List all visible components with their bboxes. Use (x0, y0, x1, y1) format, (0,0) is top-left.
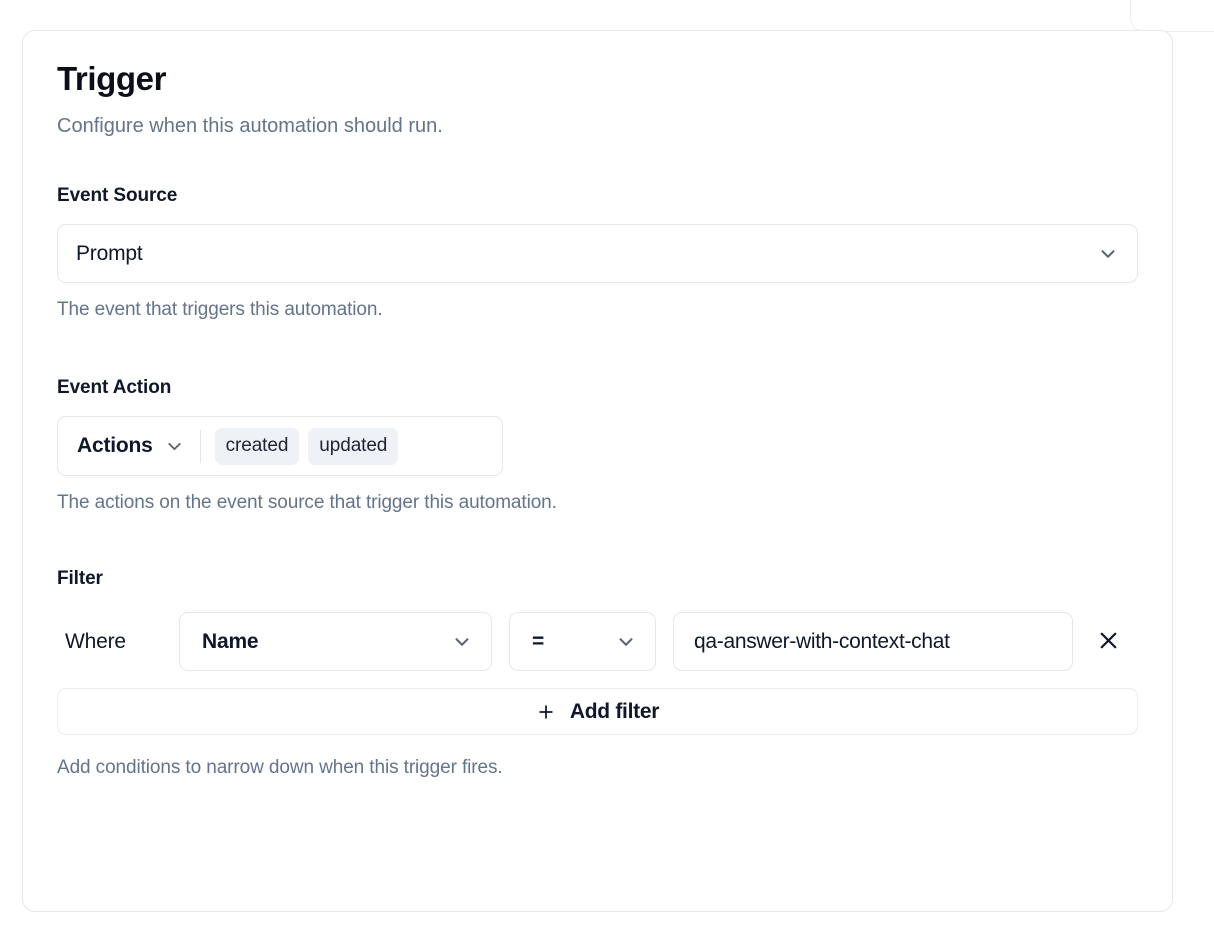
event-source-select[interactable]: Prompt (57, 224, 1138, 284)
event-source-label: Event Source (57, 185, 178, 207)
event-action-helper: The actions on the event source that tri… (57, 492, 557, 514)
event-action-group: Event Action Actions created updated The… (57, 377, 1138, 514)
event-source-group: Event Source Prompt The event that trigg… (57, 185, 1138, 321)
chevron-down-icon (451, 631, 473, 653)
event-action-dropdown-trigger[interactable]: Actions (77, 434, 185, 458)
remove-filter-button[interactable] (1088, 622, 1128, 662)
chip-updated[interactable]: updated (308, 427, 399, 465)
filter-operator-value: = (532, 629, 545, 653)
add-filter-button[interactable]: Add filter (57, 688, 1138, 736)
filter-row: Where Name = qa-answer-with-context-chat (57, 612, 1138, 672)
where-label: Where (65, 629, 126, 653)
filter-helper: Add conditions to narrow down when this … (57, 757, 503, 779)
chip-created[interactable]: created (214, 427, 300, 465)
event-action-chips: created updated (214, 427, 399, 465)
filter-operator-select[interactable]: = (509, 612, 656, 672)
filter-label: Filter (57, 568, 103, 590)
page-subtitle: Configure when this automation should ru… (57, 115, 443, 138)
event-action-label: Event Action (57, 377, 172, 399)
filter-value-input[interactable]: qa-answer-with-context-chat (673, 612, 1073, 672)
page-title: Trigger (57, 60, 167, 97)
add-filter-label: Add filter (569, 699, 660, 723)
filter-group: Filter Where Name = qa-answ (57, 568, 1138, 779)
divider (199, 429, 201, 463)
offscreen-panel-edge (1130, 0, 1214, 32)
chevron-down-icon (615, 631, 637, 653)
chevron-down-icon (164, 436, 185, 457)
close-icon (1096, 628, 1121, 656)
filter-field-select[interactable]: Name (179, 612, 492, 672)
filter-field-value: Name (202, 629, 259, 653)
plus-icon (536, 702, 556, 722)
event-source-value: Prompt (76, 241, 143, 265)
event-action-dropdown-label: Actions (77, 434, 153, 458)
event-source-helper: The event that triggers this automation. (57, 299, 383, 321)
trigger-card: Trigger Configure when this automation s… (22, 30, 1173, 912)
chevron-down-icon (1097, 243, 1119, 265)
event-action-multiselect[interactable]: Actions created updated (57, 416, 503, 477)
